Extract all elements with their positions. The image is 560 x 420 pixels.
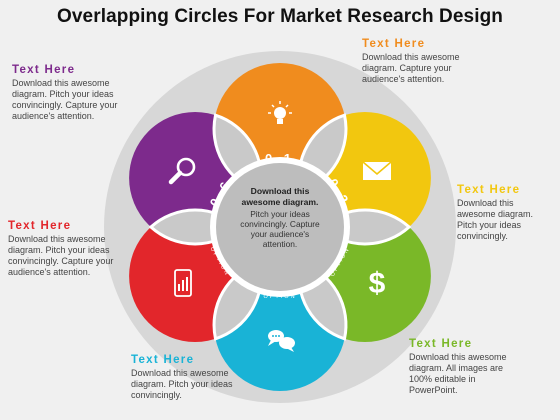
center-body-line-3: your audience's: [251, 229, 309, 239]
center-body-line-4: attention.: [263, 239, 297, 249]
lightbulb-icon: [268, 101, 292, 124]
callout-01: Text Here Download this awesome diagram.…: [362, 38, 492, 85]
callout-03: Text Here Download this awesome diagram.…: [409, 338, 539, 396]
center-heading-line-2: awesome diagram.: [242, 197, 319, 207]
callout-line: 100% editable in: [409, 374, 476, 384]
callout-body: Download this awesome diagram. All image…: [409, 352, 539, 396]
callout-heading: Text Here: [12, 64, 76, 76]
center-circle: [216, 163, 344, 291]
callout-body: Download this awesome diagram. Capture y…: [362, 52, 492, 85]
callout-line: Pitch your ideas: [457, 220, 522, 230]
center-heading-line-1: Download this: [251, 186, 310, 196]
center-body-line-2: convincingly. Capture: [240, 219, 320, 229]
center-body-line-1: Pitch your ideas: [250, 209, 310, 219]
callout-line: audience's attention.: [8, 267, 91, 277]
callout-heading: Text Here: [362, 38, 426, 50]
callout-line: convincingly. Capture your: [8, 256, 114, 266]
callout-06: Text Here Download this awesome diagram.…: [12, 64, 137, 122]
callout-line: convincingly.: [457, 231, 508, 241]
callout-line: Download this: [457, 198, 514, 208]
callout-heading: Text Here: [8, 220, 72, 232]
callout-line: Download this awesome: [362, 52, 460, 62]
callout-line: diagram. All images are: [409, 363, 504, 373]
chat-bubbles-icon: [268, 330, 295, 352]
svg-text:$: $: [369, 267, 386, 300]
callout-heading: Text Here: [131, 354, 195, 366]
callout-line: Download this awesome: [12, 78, 110, 88]
callout-line: convincingly. Capture your: [12, 100, 118, 110]
magnifier-icon: [168, 157, 196, 185]
callout-line: diagram. Pitch your ideas: [131, 379, 233, 389]
callout-line: audience's attention.: [362, 74, 445, 84]
callout-body: Download this awesome diagram. Pitch you…: [131, 368, 261, 401]
callout-body: Download this awesome diagram. Pitch you…: [8, 234, 133, 278]
mobile-chart-icon: [174, 269, 192, 297]
page-title: Overlapping Circles For Market Research …: [57, 6, 503, 27]
callout-line: convincingly.: [131, 390, 182, 400]
callout-line: PowerPoint.: [409, 385, 458, 395]
petal-option-label: OPTION: [263, 294, 296, 300]
callout-line: Download this awesome: [8, 234, 106, 244]
callout-line: diagram. Pitch your ideas: [12, 89, 114, 99]
callout-line: awesome diagram.: [457, 209, 534, 219]
callout-line: Download this awesome: [409, 352, 507, 362]
callout-body: Download this awesome diagram. Pitch you…: [12, 78, 137, 122]
dollar-icon: $: [369, 267, 386, 300]
callout-body: Download this awesome diagram. Pitch you…: [457, 198, 557, 242]
callout-line: diagram. Pitch your ideas: [8, 245, 110, 255]
callout-line: diagram. Capture your: [362, 63, 452, 73]
callout-line: audience's attention.: [12, 111, 95, 121]
callout-line: Download this awesome: [131, 368, 229, 378]
callout-02: Text Here Download this awesome diagram.…: [457, 184, 557, 242]
callout-05: Text Here Download this awesome diagram.…: [8, 220, 133, 278]
callout-heading: Text Here: [409, 338, 473, 350]
callout-heading: Text Here: [457, 184, 521, 196]
callout-04: Text Here Download this awesome diagram.…: [131, 354, 261, 401]
envelope-icon: [362, 161, 392, 180]
